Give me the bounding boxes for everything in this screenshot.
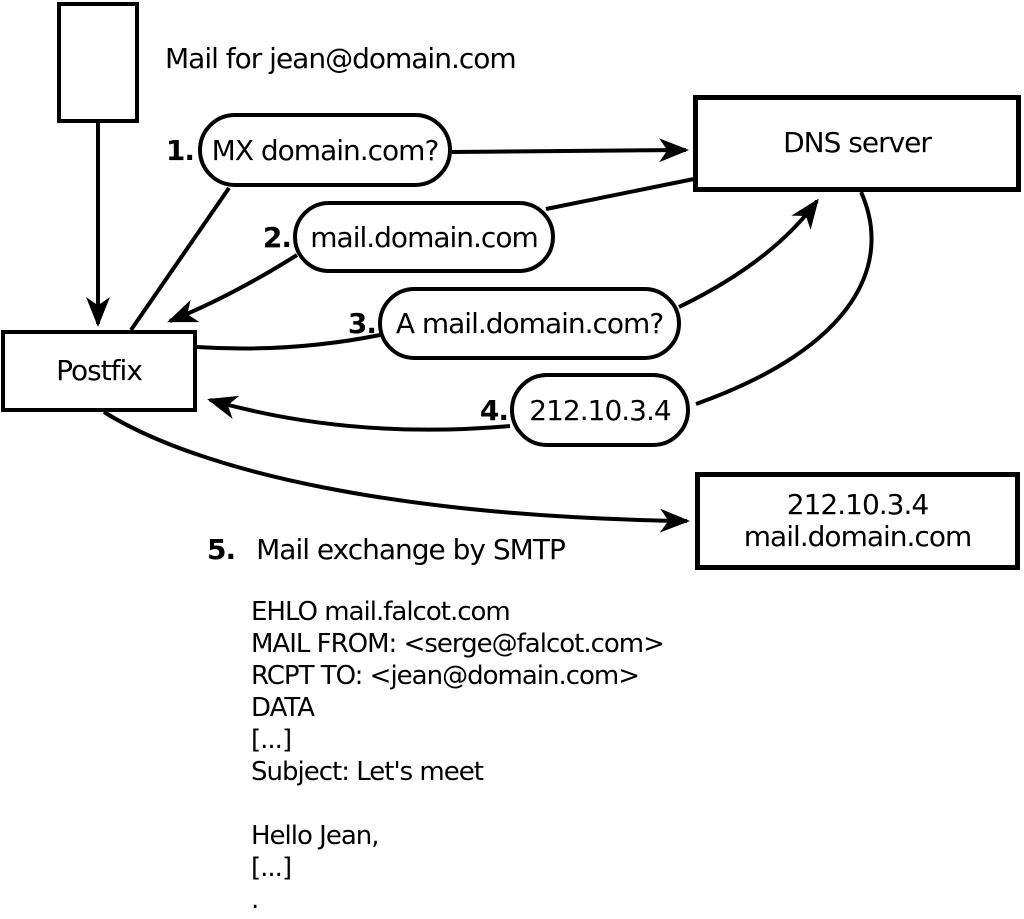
mail-server-ip: 212.10.3.4 — [786, 487, 929, 521]
step-5-number: 5. — [207, 533, 236, 566]
line-dns-to-response-ip — [695, 191, 874, 406]
smtp-session-transcript: EHLO mail.falcot.com MAIL FROM: <serge@f… — [251, 597, 665, 915]
mail-envelope-icon — [57, 2, 139, 123]
arrow-query-a-to-dns — [678, 198, 819, 309]
mail-note: Mail for jean@domain.com — [165, 42, 517, 75]
step-5-caption: 5. Mail exchange by SMTP — [207, 533, 566, 566]
step-3-number: 3. — [347, 307, 377, 340]
pill-query-mx: MX domain.com? — [198, 113, 452, 187]
step-1-number: 1. — [165, 133, 195, 167]
pill-response-mailhost: mail.domain.com — [293, 201, 555, 273]
step-5-label: Mail exchange by SMTP — [256, 533, 566, 566]
line-postfix-to-query-mx — [129, 186, 231, 332]
arrow-response-ip-to-postfix — [207, 395, 511, 432]
postfix-label: Postfix — [56, 353, 143, 387]
mail-server-box: 212.10.3.4 mail.domain.com — [695, 472, 1020, 570]
line-postfix-to-query-a — [196, 333, 381, 351]
mail-server-hostname: mail.domain.com — [743, 520, 972, 553]
pill-query-a-record: A mail.domain.com? — [378, 287, 681, 360]
dns-server-box: DNS server — [693, 95, 1021, 192]
step-2-number: 2. — [262, 220, 292, 254]
arrow-postfix-to-mailserver — [102, 410, 690, 533]
line-dns-to-response-mail — [545, 177, 695, 211]
arrow-response-mail-to-postfix — [167, 253, 299, 323]
step-4-number: 4. — [479, 393, 509, 427]
dns-server-label: DNS server — [783, 126, 932, 160]
arrow-query-mx-to-dns — [451, 138, 689, 163]
pill-response-ip: 212.10.3.4 — [510, 373, 690, 447]
postfix-box: Postfix — [1, 330, 197, 412]
